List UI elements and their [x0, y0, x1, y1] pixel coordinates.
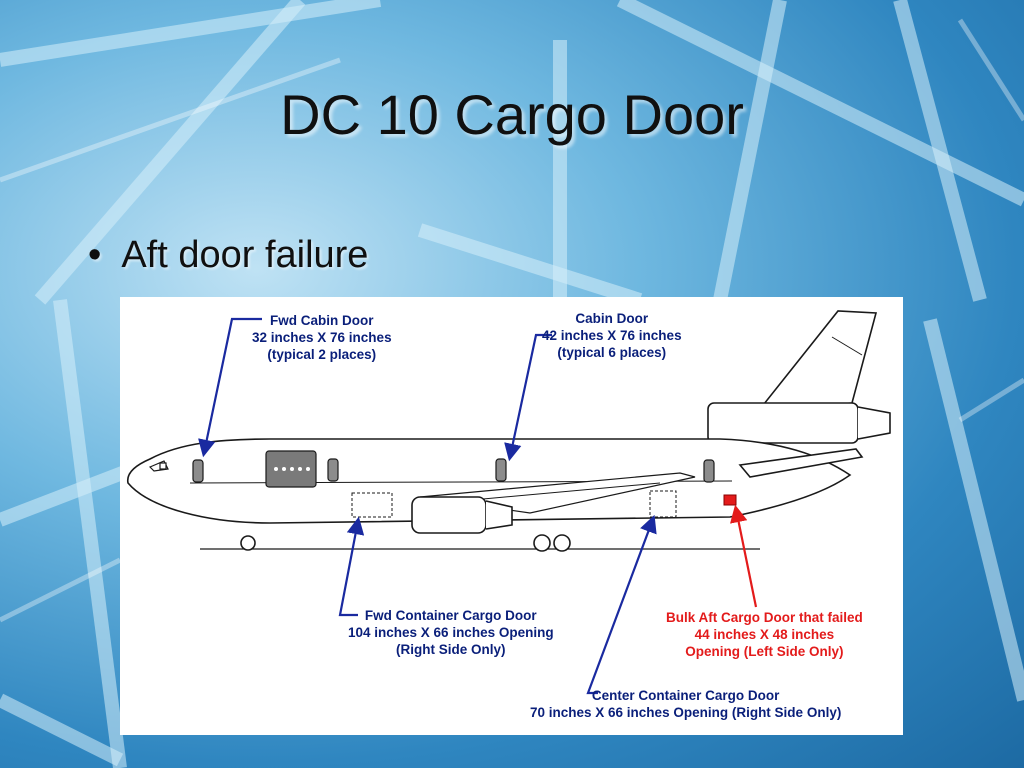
bullet-dot: • — [88, 234, 102, 276]
fwd-container-door-shape — [351, 492, 393, 518]
center-container-door-shape — [649, 490, 677, 518]
bullet-text: Aft door failure — [121, 234, 369, 276]
cabin-door-shape-1 — [327, 458, 339, 482]
fwd-container-door-label: Fwd Container Cargo Door 104 inches X 66… — [348, 607, 554, 658]
fwd-cabin-door-label-line-1: Fwd Cabin Door — [270, 313, 374, 328]
cabin-door-label-line-3: (typical 6 places) — [557, 345, 667, 360]
fwd-container-door-label-line-3: (Right Side Only) — [396, 642, 506, 657]
center-container-door-label: Center Container Cargo Door 70 inches X … — [530, 687, 841, 721]
fwd-cabin-door-label-line-3: (typical 2 places) — [267, 347, 377, 362]
center-container-door-label-line-2: 70 inches X 66 inches Opening (Right Sid… — [530, 705, 842, 720]
fwd-cabin-door-label: Fwd Cabin Door 32 inches X 76 inches (ty… — [252, 312, 392, 363]
fwd-container-door-label-line-2: 104 inches X 66 inches Opening — [348, 625, 554, 640]
slide-title: DC 10 Cargo Door — [280, 83, 744, 146]
bulk-aft-door-shape — [723, 494, 737, 506]
wing-engine — [411, 496, 487, 534]
tail-fin — [758, 310, 878, 410]
fwd-cabin-door-shape — [192, 459, 204, 483]
horizontal-stabilizer — [738, 448, 864, 478]
cabin-door-label-line-2: 42 inches X 76 inches — [542, 328, 682, 343]
cabin-door-shape-2 — [495, 458, 507, 482]
center-container-door-leader — [586, 514, 657, 695]
cabin-door-leader — [504, 333, 552, 462]
bullet-item: • Aft door failure — [88, 234, 368, 277]
bulk-aft-door-label-line-1: Bulk Aft Cargo Door that failed — [666, 610, 863, 625]
bulk-aft-door-label-line-3: Opening (Left Side Only) — [685, 644, 844, 659]
fwd-cabin-door-leader — [198, 317, 262, 458]
cabin-door-label: Cabin Door 42 inches X 76 inches (typica… — [542, 310, 682, 361]
bulk-aft-door-label-line-2: 44 inches X 48 inches — [694, 627, 835, 642]
cabin-door-shape-3 — [703, 459, 715, 483]
center-container-door-label-line-1: Center Container Cargo Door — [591, 688, 780, 703]
bulk-aft-door-leader — [730, 504, 758, 608]
tail-engine — [707, 402, 859, 444]
aircraft-diagram: Fwd Cabin Door 32 inches X 76 inches (ty… — [120, 297, 903, 735]
fwd-container-door-leader — [338, 516, 365, 617]
fwd-container-door-label-line-1: Fwd Container Cargo Door — [364, 608, 537, 623]
cabin-door-label-line-1: Cabin Door — [575, 311, 649, 326]
bulk-aft-door-label: Bulk Aft Cargo Door that failed 44 inche… — [666, 609, 863, 660]
fwd-cabin-door-label-line-2: 32 inches X 76 inches — [252, 330, 392, 345]
aircraft-illustration — [126, 310, 891, 695]
